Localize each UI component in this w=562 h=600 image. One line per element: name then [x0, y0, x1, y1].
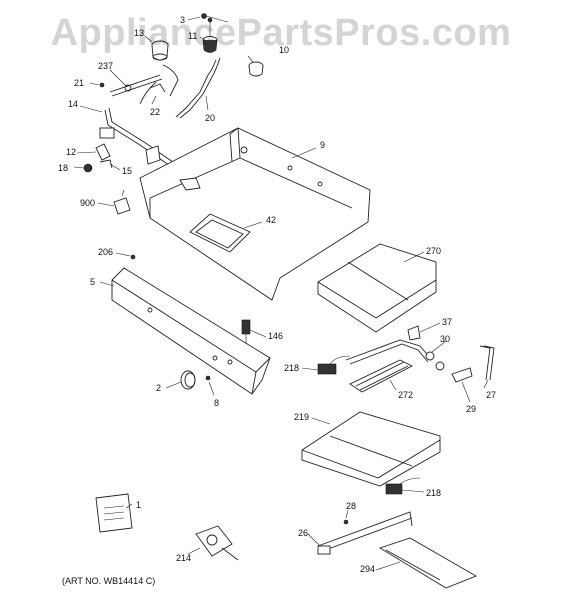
- callout-37: 37: [442, 317, 452, 327]
- callout-28: 28: [346, 501, 356, 511]
- screw-part-28: [343, 519, 349, 525]
- tray-part-294: [378, 537, 478, 589]
- leader-lines: [73, 16, 489, 571]
- callout-206: 206: [98, 247, 113, 257]
- screw-part-206: [130, 254, 136, 260]
- callout-21: 21: [74, 78, 84, 88]
- burner-part-272: [349, 359, 413, 393]
- valve-part-13: [151, 40, 169, 61]
- igniter-part-218-bottom: [385, 477, 421, 495]
- callout-3: 3: [180, 15, 185, 25]
- shield-part-270: [317, 243, 437, 333]
- callout-900: 900: [80, 198, 95, 208]
- callout-218-top: 218: [284, 363, 299, 373]
- igniter-part-218-top: [317, 355, 351, 375]
- callout-20: 20: [205, 113, 215, 123]
- callout-29: 29: [466, 404, 476, 414]
- tube-part-22: [139, 64, 179, 105]
- valve-part-11: [202, 17, 218, 53]
- screw-part-21: [99, 82, 105, 88]
- window-part-42: [189, 213, 251, 253]
- shield-part-219: [301, 411, 441, 487]
- callout-1: 1: [136, 500, 141, 510]
- callout-270: 270: [426, 246, 441, 256]
- callout-146: 146: [268, 331, 283, 341]
- callout-10: 10: [279, 45, 289, 55]
- callout-2: 2: [156, 383, 161, 393]
- screw-part-3: [201, 13, 229, 23]
- valve-part-10: [248, 61, 264, 77]
- watermark: AppliancePartsPros.com: [50, 12, 512, 54]
- clip-part-900: [113, 189, 131, 215]
- orifice-part-29: [451, 367, 473, 383]
- callout-30: 30: [440, 334, 450, 344]
- callout-237: 237: [98, 61, 113, 71]
- screw-part-8: [205, 375, 211, 381]
- clip-part-15: [99, 159, 113, 169]
- callout-11: 11: [188, 31, 197, 41]
- callout-219: 219: [294, 412, 309, 422]
- tube-part-30: [345, 339, 445, 371]
- callout-26: 26: [298, 528, 308, 538]
- knob-part-2: [180, 370, 196, 390]
- panel-part-5: [111, 267, 271, 395]
- callout-22: 22: [150, 107, 160, 117]
- callout-12: 12: [66, 147, 76, 157]
- callout-14: 14: [68, 99, 78, 109]
- callout-9: 9: [320, 140, 325, 150]
- tube-part-20: [175, 57, 221, 119]
- callout-8: 8: [214, 398, 219, 408]
- callout-13: 13: [134, 28, 144, 38]
- callout-294: 294: [360, 564, 375, 574]
- callout-5: 5: [90, 277, 95, 287]
- callout-218-bottom: 218: [426, 488, 441, 498]
- manual-part-1: [95, 493, 133, 533]
- tube-part-26: [317, 511, 413, 555]
- callout-15: 15: [122, 166, 132, 176]
- manifold-part-237: [109, 74, 163, 97]
- art-number: (ART NO. WB14414 C): [62, 576, 156, 586]
- callout-214: 214: [176, 553, 191, 563]
- bracket-part-12: [95, 143, 111, 161]
- bracket-part-37: [407, 325, 421, 341]
- callout-labels: 3 13 11 10 237 21 22 14 20 9 12 15 18 90…: [58, 15, 496, 574]
- callout-27: 27: [486, 390, 496, 400]
- burner-box-part-9: [139, 127, 371, 301]
- callout-42: 42: [266, 215, 276, 225]
- regulator-part-214: [195, 525, 239, 561]
- tube-part-27: [479, 345, 495, 381]
- callout-18: 18: [58, 163, 68, 173]
- nut-part-18: [83, 163, 93, 173]
- callout-272: 272: [398, 390, 413, 400]
- switch-part-146: [241, 319, 251, 344]
